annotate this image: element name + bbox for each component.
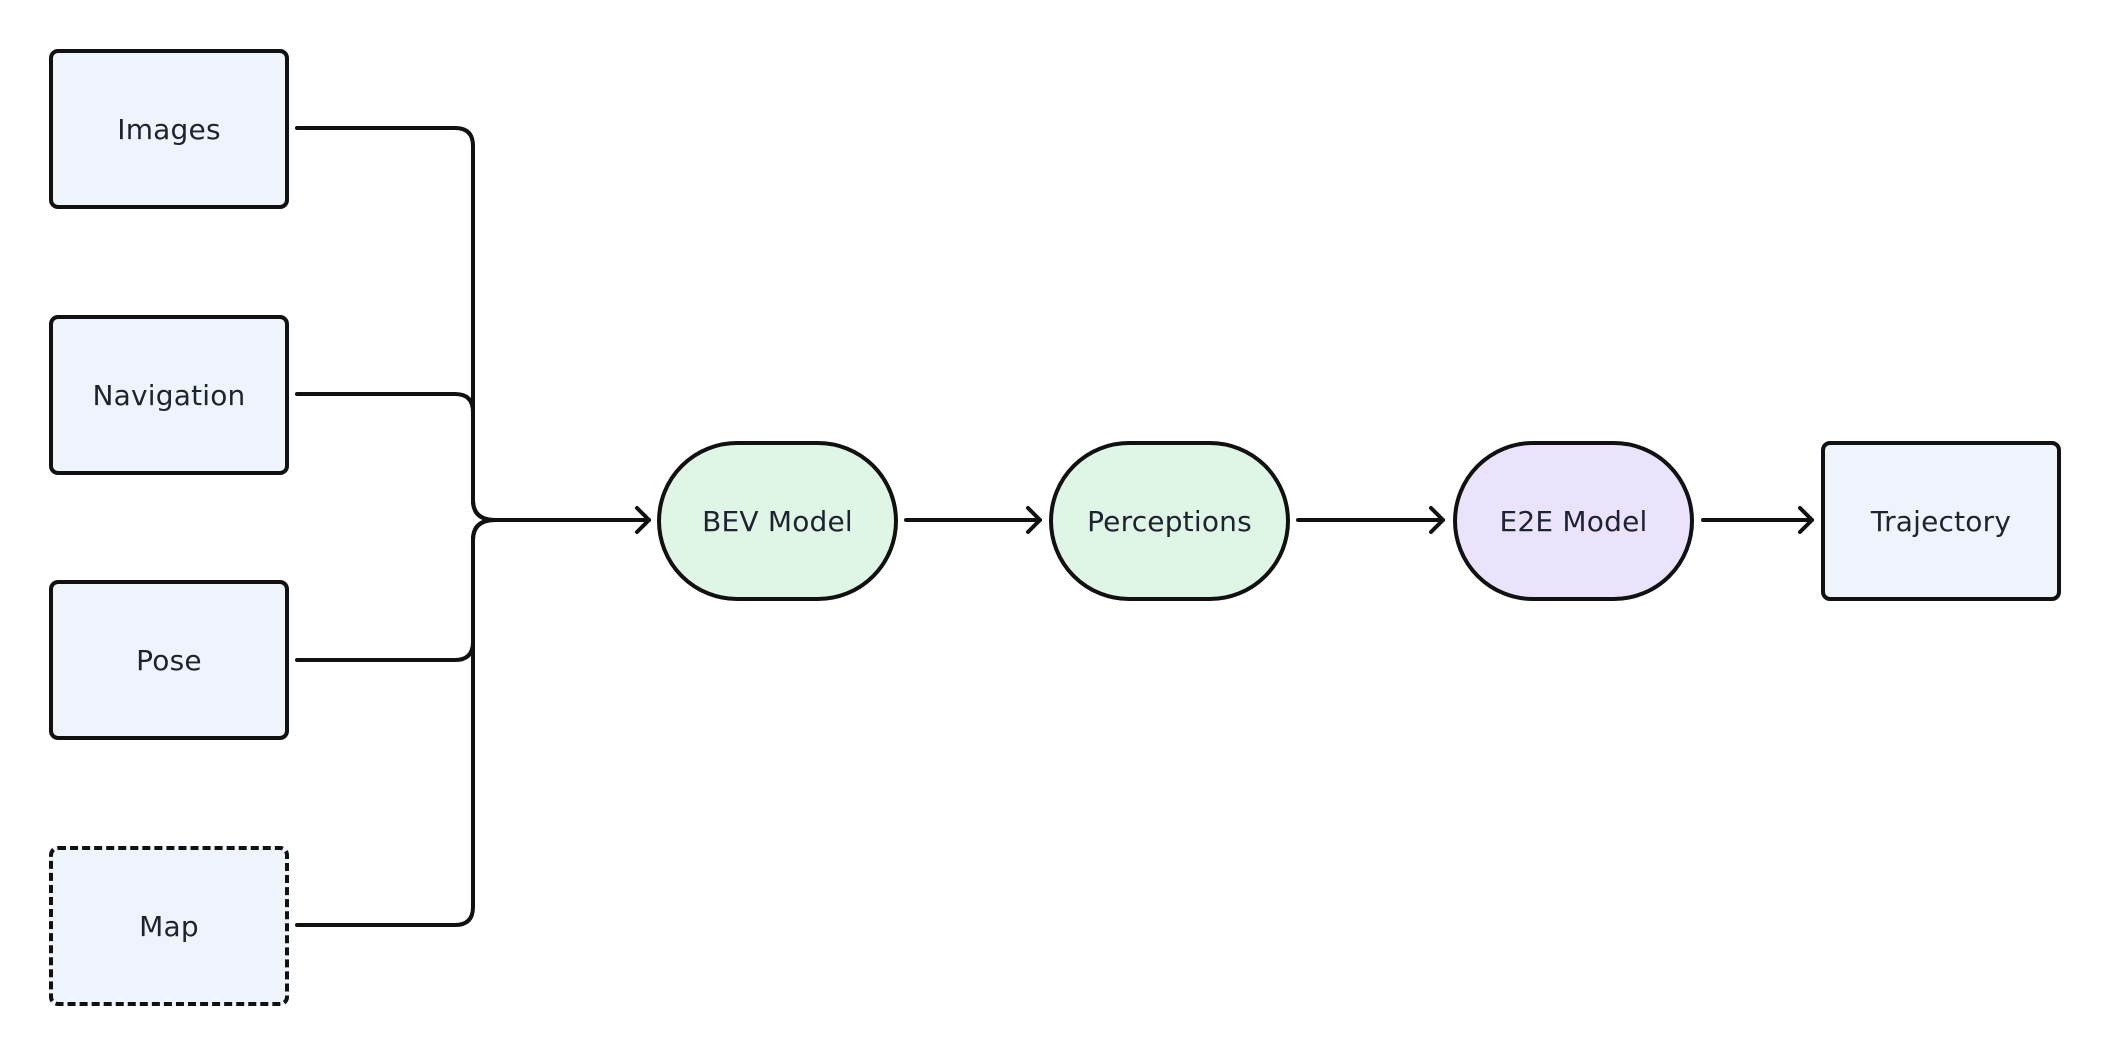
connector-images: [295, 126, 497, 522]
input-map-label: Map: [139, 909, 199, 943]
node-e2e-model: E2E Model: [1453, 441, 1694, 601]
node-perceptions: Perceptions: [1049, 441, 1290, 601]
input-navigation: Navigation: [49, 315, 289, 475]
input-pose: Pose: [49, 580, 289, 740]
connector-pose: [295, 518, 497, 662]
connector-navigation: [295, 392, 497, 522]
node-bev-model-label: BEV Model: [702, 504, 853, 538]
arrowhead-perceptions: [1026, 506, 1042, 534]
arrowhead-e2e: [1429, 506, 1445, 534]
input-navigation-label: Navigation: [92, 378, 246, 412]
node-bev-model: BEV Model: [657, 441, 898, 601]
input-images: Images: [49, 49, 289, 209]
input-images-label: Images: [117, 112, 221, 146]
node-trajectory: Trajectory: [1821, 441, 2061, 601]
node-e2e-model-label: E2E Model: [1499, 504, 1648, 538]
connector-map: [295, 518, 497, 927]
node-trajectory-label: Trajectory: [1870, 504, 2012, 538]
input-pose-label: Pose: [136, 643, 202, 677]
arrowhead-trajectory: [1798, 506, 1814, 534]
arrowhead-bev: [635, 506, 651, 534]
node-perceptions-label: Perceptions: [1087, 504, 1252, 538]
input-map: Map: [49, 846, 289, 1006]
